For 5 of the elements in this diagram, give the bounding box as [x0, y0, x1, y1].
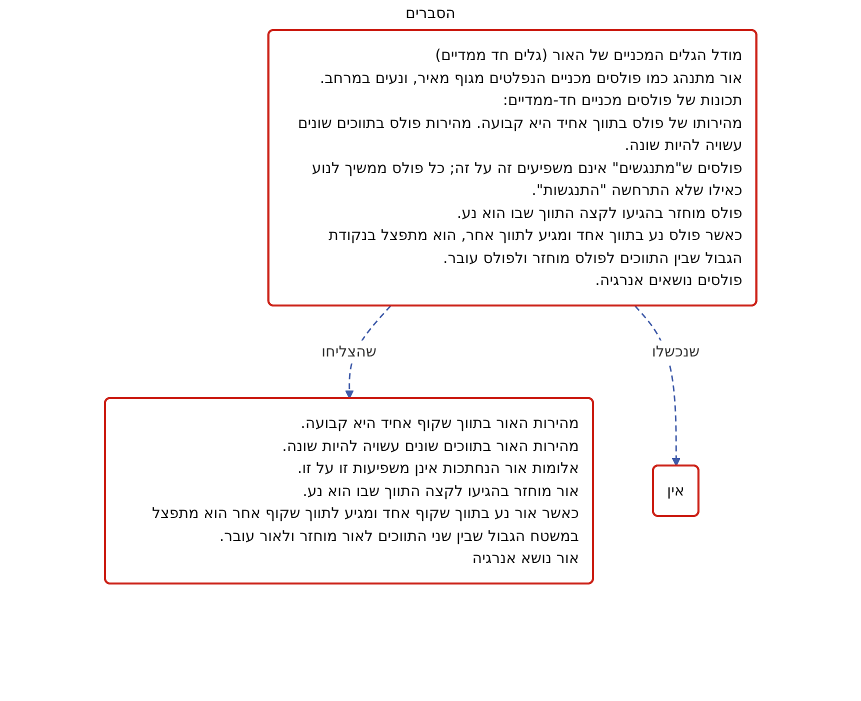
- edge-label: שהצליחו: [321, 342, 376, 360]
- node-text: מהירות האור בתווך שקוף אחיד היא קבועה. מהירות האור בתווכים שונים עשויה להיות שונה. אלומות אור הנחתכות אינן משפיעות זו על זו. אור מוחזר בהגיעו לקצה התווך שבו הוא נע. כאשר אור נע בתווך שקוף אחד ומגיע לתווך שקוף אחר הוא מתפצל במשטח הגבול שבין שני התווכים לאור מוחזר ולאור עובר. אור נושא אנרגיה: [152, 414, 579, 567]
- arrow: [634, 306, 680, 466]
- note-label: הסברים: [406, 4, 456, 22]
- edge-label: שנכשלו: [652, 342, 700, 360]
